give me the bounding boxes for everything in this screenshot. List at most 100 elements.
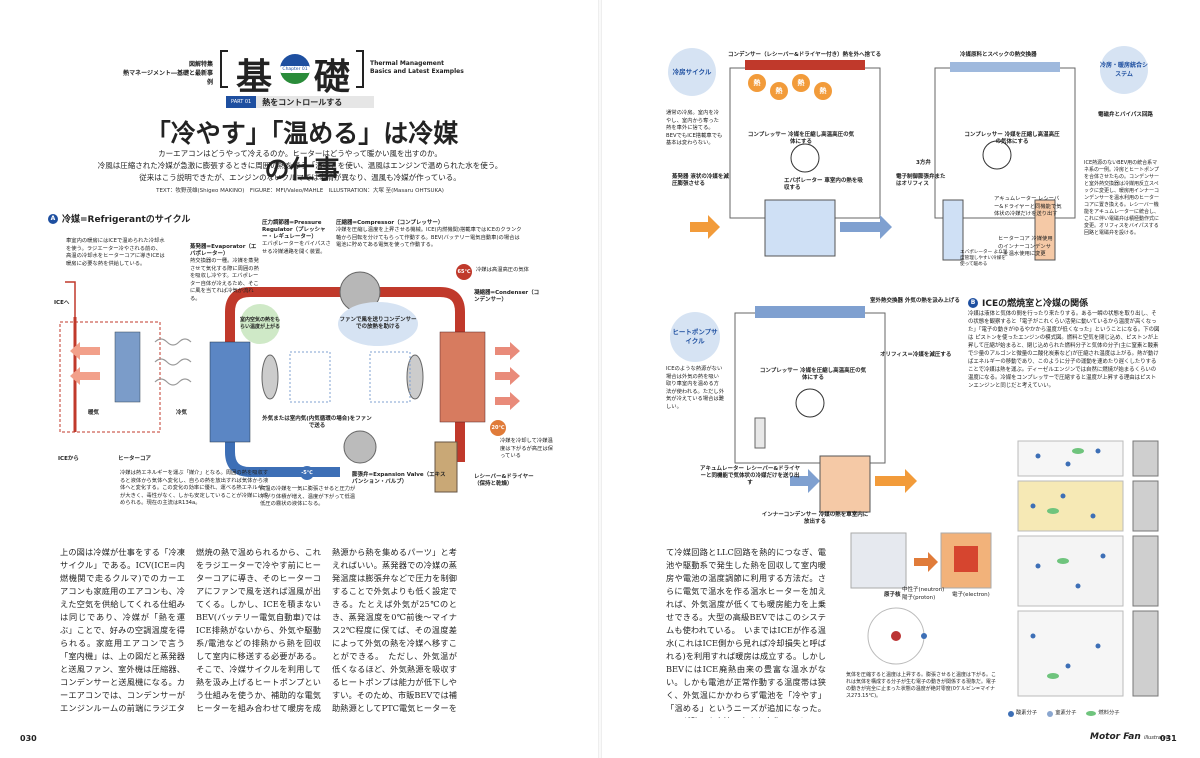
body-column-1: 上の図は冷媒が仕事をする「冷凍サイクル」である。ICV(ICE=内燃機関で走るク… bbox=[60, 547, 185, 713]
section-b-text: 冷媒は液体と気体の間を行ったり来たりする。ある一瞬の状態を取り出し、その状態を観… bbox=[968, 311, 1160, 389]
temp-m5-note: 高温の冷媒を一気に膨張させると圧力が下がり体積が増え、温度が下がって低温低圧の霧… bbox=[260, 486, 356, 508]
label-ice-to: ICEへ bbox=[54, 300, 70, 306]
evaporator-fan bbox=[261, 354, 279, 400]
subtitle-en-line1: Thermal Management bbox=[370, 60, 445, 67]
heat-icon: 熱 bbox=[814, 82, 832, 100]
lead-line2: 冷風は圧縮された冷媒が急激に膨張するときに周囲の熱を奪う「潜熱」を使い、温風はエ… bbox=[97, 161, 503, 170]
part-text: 熱をコントロールする bbox=[262, 97, 343, 107]
lead-line3: 従来はこう説明できたが、エンジンのないクルマでは事情が異なり、温風も冷媒が作って… bbox=[139, 173, 461, 182]
cooling-condenser-bar bbox=[745, 60, 865, 70]
logo-text: Motor Fan bbox=[1090, 732, 1141, 742]
evaporator-note: 熱交換器の一種。冷媒を蒸発させて気化する際に周囲の熱を吸収し冷やす。エバポレータ… bbox=[190, 258, 259, 302]
heating-arrow bbox=[914, 552, 938, 572]
label-heatercore: ヒーターコア bbox=[118, 456, 152, 462]
heatpump-outer-hx bbox=[755, 306, 865, 318]
legend-o2: 酸素分子 bbox=[1008, 710, 1037, 718]
coolant-to-ice-arrow bbox=[65, 281, 76, 317]
section-a-title: A 冷媒=Refrigerantのサイクル bbox=[48, 212, 190, 225]
section-b-title: B ICEの燃焼室と冷媒の関係 bbox=[968, 296, 1088, 309]
badge-heatpump-cycle: ヒートポンプサイクル bbox=[670, 312, 720, 362]
condenser-fan bbox=[406, 354, 424, 400]
heatpump-note: ICEのような熱源がない場合は外気の熱を吸い取り車室内を温める方法が使われる。た… bbox=[666, 366, 725, 410]
piston-stages bbox=[1017, 440, 1124, 697]
integrated-heatercore bbox=[1034, 199, 1056, 261]
kicker-line1: 図解特集 bbox=[188, 61, 213, 68]
cooling-air-in-arrow bbox=[690, 215, 720, 239]
heatpump-air-in-arrow bbox=[790, 469, 820, 493]
heat-icon: 熱 bbox=[748, 74, 766, 92]
integrated-evap-label: エバポレーター より温度管理しやすい冷媒を使って暖める bbox=[960, 250, 1008, 267]
integrated-accum-label: アキュムレーター レシーバー&ドライヤーと同機能で気体状の冷媒だけを送り出す bbox=[994, 196, 1062, 218]
heat-icon: 熱 bbox=[792, 74, 810, 92]
cold-air-waves bbox=[154, 338, 192, 386]
fuel-molecules bbox=[1047, 448, 1084, 679]
heat-icon: 熱 bbox=[770, 82, 788, 100]
section-a-title-text: 冷媒=Refrigerantのサイクル bbox=[62, 215, 191, 225]
part-bar: PART 01 熱をコントロールする bbox=[226, 96, 374, 108]
integrated-evaporator bbox=[942, 199, 964, 261]
piston-illustration bbox=[1017, 440, 1159, 697]
cooling-air-out-arrow bbox=[840, 215, 892, 239]
refrigerant-cycle-diagram bbox=[59, 271, 520, 493]
atom-illustration bbox=[850, 532, 992, 665]
heatpump-air-out-arrow bbox=[875, 469, 917, 493]
heat-out-arrows bbox=[495, 342, 520, 410]
heatpump-top-label: 室外熱交換器 外気の熱を汲み上げる bbox=[870, 298, 960, 304]
electron bbox=[921, 633, 927, 639]
headline: 「冷やす」「温める」は冷媒の仕事 bbox=[145, 119, 459, 184]
heatpump-compressor bbox=[795, 388, 825, 418]
o2-dot-icon bbox=[1008, 710, 1014, 717]
receiver-title: レシーバー&ドライヤー（保持と乾燥） bbox=[474, 474, 534, 487]
integrated-compressor-label: コンプレッサー 冷媒を圧縮し高温高圧の気体にする bbox=[964, 132, 1060, 145]
cooling-note: 通常の冷房。室内を冷やし、室内から奪った熱を車外に捨てる。BEVでもICE搭載車… bbox=[666, 110, 723, 147]
label-ice-from: ICEから bbox=[58, 456, 79, 462]
cold-cube bbox=[850, 532, 907, 589]
condenser-title: 凝縮器=Condenser（コンデンサー） bbox=[474, 290, 540, 303]
integrated-heatercore-label: ヒーターコア 冷媒使用のインナーコンデンサーを温水使用に変更 bbox=[998, 236, 1053, 258]
label-neutron: 中性子(neutron) bbox=[902, 587, 945, 593]
hot-core bbox=[954, 546, 978, 572]
legend-n2: 窒素分子 bbox=[1047, 710, 1076, 718]
heatercore-core bbox=[114, 331, 141, 403]
cooling-compressor bbox=[790, 143, 820, 173]
temp-65-note: 冷媒は高温高圧の気体 bbox=[476, 267, 529, 273]
heatpump-accumulator bbox=[754, 417, 766, 449]
cooling-valve-label: 蒸発器 液状の冷媒を減圧膨張させる bbox=[672, 174, 729, 187]
heatpump-inner-condenser bbox=[819, 455, 871, 513]
cooling-compressor-label: コンプレッサー 冷媒を圧縮し高温高圧の気体にする bbox=[747, 132, 855, 145]
label-proton: 陽子(proton) bbox=[902, 595, 936, 601]
body-column-3: 熱源から熱を集めるパーツ」と考えればいい。蒸発器での冷媒の蒸発温度は膨張弁などで… bbox=[332, 547, 457, 713]
label-nucleus: 原子核 bbox=[884, 592, 901, 598]
part-tag: PART 01 bbox=[226, 96, 257, 108]
cooling-cycle-diagram bbox=[690, 60, 892, 257]
logo-sub: illustrated bbox=[1143, 735, 1170, 741]
section-b-icon: B bbox=[968, 297, 978, 308]
cooling-condenser-label: コンデンサー（レシーバー&ドライヤー付き）熱を外へ捨てる bbox=[728, 52, 882, 58]
piston-cylinders bbox=[1132, 440, 1159, 697]
temp-65-badge: 65℃ bbox=[456, 264, 472, 280]
integrated-expansion-label: 電子制御膨張弁またはオリフィス bbox=[896, 174, 946, 187]
compressor-callout: 圧縮器=Compressor（コンプレッサー） 冷媒を圧縮し温度を上昇させる機械… bbox=[336, 220, 524, 250]
condenser-core bbox=[439, 331, 486, 423]
title-char-1: 基 bbox=[236, 56, 277, 98]
integrated-system-diagram bbox=[934, 62, 1076, 261]
warm-air-arrows bbox=[70, 342, 100, 385]
page-gutter bbox=[598, 0, 602, 758]
lead-text: カーエアコンはどうやって冷えるのか。ヒーターはどうやって暖かい風を出すのか。 冷… bbox=[70, 148, 530, 184]
subtitle-en-line2: Basics and Latest Examples bbox=[370, 68, 464, 75]
label-electron: 電子(electron) bbox=[952, 592, 990, 598]
label-warm: 暖気 bbox=[88, 410, 100, 416]
bubble-fan-cooling: ファンで風を送りコンデンサーでの放熱を助ける bbox=[338, 302, 418, 346]
refrigerant-note: 冷媒は熱エネルギーを運ぶ「媒介」となる。周囲の熱を吸収すると液体から気体へ変化し… bbox=[120, 470, 269, 507]
badge-integrated-system: 冷房・暖房統合システム bbox=[1100, 46, 1148, 94]
page-number-left: 030 bbox=[20, 734, 37, 743]
section-b-title-text: ICEの燃焼室と冷媒の関係 bbox=[982, 299, 1089, 309]
series-kicker: 図解特集 熱マネージメント―基礎と最新事例 bbox=[118, 60, 213, 87]
heatpump-accum-label: アキュムレーター レシーバー&ドライヤーと同機能で気体状の冷媒だけを送り出す bbox=[700, 466, 800, 486]
prv-title: 圧力調節器=Pressure Regulator（プレッシャー・レギュレーター） bbox=[262, 220, 326, 240]
heatpump-orifice-label: オリフィス＝冷媒を減圧する bbox=[880, 352, 952, 358]
legend-fuel-text: 燃料分子 bbox=[1098, 710, 1120, 716]
body-column-2: 燃焼の熱で温められるから、これをラジエーターで冷やす前にヒーターコアに導き、その… bbox=[196, 547, 321, 713]
badge-cooling-cycle: 冷房サイクル bbox=[668, 48, 716, 96]
compressor-title: 圧縮器=Compressor（コンプレッサー） bbox=[336, 220, 444, 226]
